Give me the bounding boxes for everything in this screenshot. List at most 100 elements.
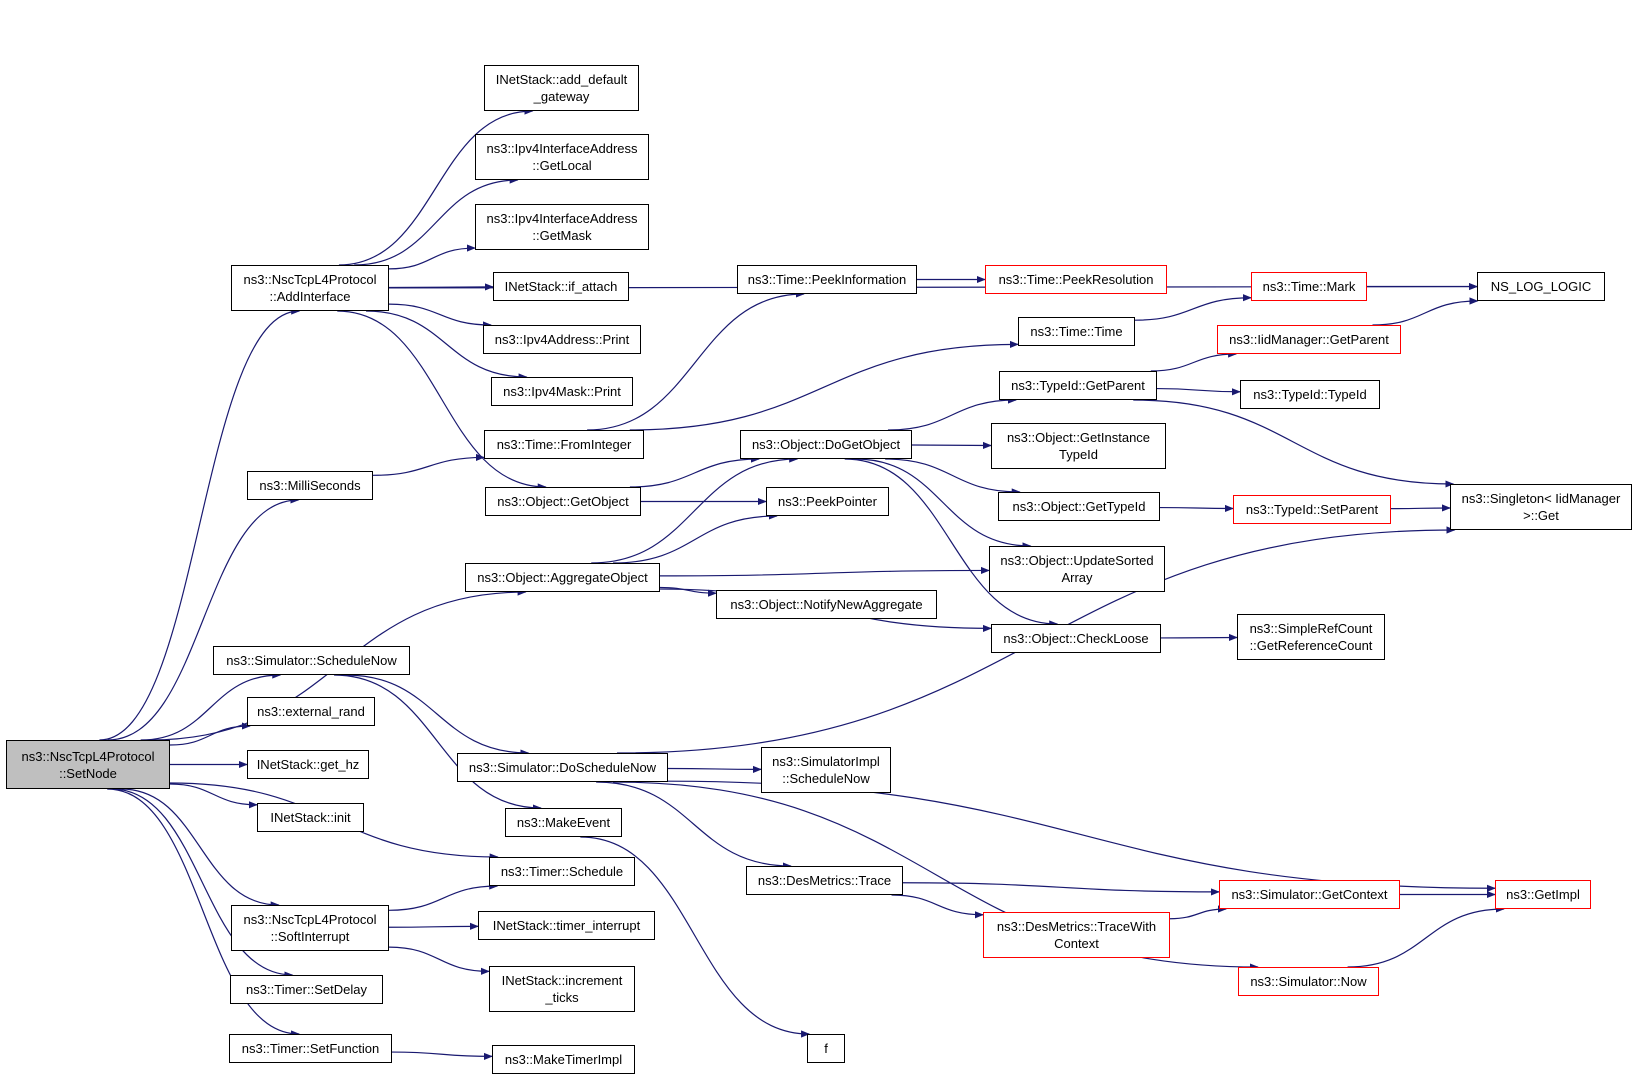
node-label-line: ns3::Object::GetTypeId [1013,498,1146,515]
node-f[interactable]: f [807,1034,845,1063]
node-init[interactable]: INetStack::init [257,803,364,832]
node-ipv4maskprint[interactable]: ns3::Ipv4Mask::Print [491,377,633,406]
node-gettypeid[interactable]: ns3::Object::GetTypeId [998,492,1160,521]
node-label-line: ns3::TypeId::SetParent [1246,501,1378,518]
node-getmask[interactable]: ns3::Ipv4InterfaceAddress::GetMask [475,204,649,250]
node-nslog[interactable]: NS_LOG_LOGIC [1477,272,1605,301]
node-label-line: ns3::Timer::SetFunction [242,1040,380,1057]
node-label-line: ns3::Simulator::DoScheduleNow [469,759,656,776]
call-edge-schednow-to-makeevent [334,675,541,808]
node-getimpl[interactable]: ns3::GetImpl [1495,880,1591,909]
node-ifattach[interactable]: INetStack::if_attach [493,272,629,301]
call-edge-addinterface-to-getmask [389,248,475,269]
node-softint[interactable]: ns3::NscTcpL4Protocol::SoftInterrupt [231,905,389,951]
node-ipv4addrprint[interactable]: ns3::Ipv4Address::Print [483,325,641,354]
node-label-line: INetStack::if_attach [505,278,618,295]
node-label-line: ::ScheduleNow [782,770,869,787]
node-label-line: ns3::Timer::SetDelay [246,981,367,998]
node-implsched[interactable]: ns3::SimulatorImpl::ScheduleNow [761,747,891,793]
call-edge-millis-to-frominteger [373,457,484,475]
node-getobject[interactable]: ns3::Object::GetObject [485,487,641,516]
node-label-line: ns3::Ipv4Mask::Print [503,383,621,400]
node-label-line: >::Get [1523,507,1559,524]
node-setparent[interactable]: ns3::TypeId::SetParent [1233,495,1391,524]
node-tschedule[interactable]: ns3::Timer::Schedule [489,857,635,886]
node-label-line: ns3::TypeId::GetParent [1011,377,1145,394]
node-checkloose[interactable]: ns3::Object::CheckLoose [991,624,1161,653]
call-edge-softint-to-tschedule [389,886,497,910]
node-addinterface[interactable]: ns3::NscTcpL4Protocol::AddInterface [231,265,389,311]
node-label-line: ns3::Time::PeekInformation [748,271,906,288]
node-label-line: Array [1061,569,1092,586]
node-label-line: ns3::Ipv4InterfaceAddress [486,140,637,157]
node-maketimer[interactable]: ns3::MakeTimerImpl [492,1045,635,1074]
node-destrace[interactable]: ns3::DesMetrics::Trace [746,866,903,895]
node-notifyagg[interactable]: ns3::Object::NotifyNewAggregate [716,590,937,619]
node-label-line: ns3::SimulatorImpl [772,753,880,770]
node-refcount[interactable]: ns3::SimpleRefCount::GetReferenceCount [1237,614,1385,660]
call-edge-gettypeid-to-setparent [1160,508,1233,509]
node-setfunc[interactable]: ns3::Timer::SetFunction [229,1034,392,1063]
node-label-line: ns3::Object::GetObject [497,493,629,510]
node-schednow[interactable]: ns3::Simulator::ScheduleNow [213,646,410,675]
node-extrand[interactable]: ns3::external_rand [247,697,375,726]
call-edge-simnow-to-getimpl [1348,909,1504,967]
node-gethz[interactable]: INetStack::get_hz [247,750,369,779]
node-getlocal[interactable]: ns3::Ipv4InterfaceAddress::GetLocal [475,134,649,180]
call-edge-typeidgetparent-to-singleton [1133,400,1453,484]
call-edge-dosched-to-implsched [668,769,761,770]
call-edge-softint-to-incticks [389,947,489,971]
node-adddefgw[interactable]: INetStack::add_default_gateway [484,65,639,111]
node-iidgetparent[interactable]: ns3::IidManager::GetParent [1217,325,1401,354]
node-typeidctor[interactable]: ns3::TypeId::TypeId [1240,380,1380,409]
call-edge-setnode-to-extrand [170,726,250,745]
call-edge-tracewith-to-getcontext [1170,909,1226,919]
call-edge-iidgetparent-to-nslog [1372,301,1477,325]
node-label-line: ns3::Singleton< IidManager [1462,490,1621,507]
call-edge-addinterface-to-ipv4addrprint [389,304,491,325]
node-label-line: Context [1054,935,1099,952]
node-dogetobject[interactable]: ns3::Object::DoGetObject [740,430,912,459]
node-frominteger[interactable]: ns3::Time::FromInteger [484,430,644,459]
node-timerint[interactable]: INetStack::timer_interrupt [478,911,655,940]
node-label-line: ns3::SimpleRefCount [1250,620,1373,637]
node-simnow[interactable]: ns3::Simulator::Now [1238,967,1379,996]
node-label-line: ns3::NscTcpL4Protocol [244,271,377,288]
node-peekinfo[interactable]: ns3::Time::PeekInformation [737,265,917,294]
node-timemark[interactable]: ns3::Time::Mark [1251,272,1367,301]
node-singleton[interactable]: ns3::Singleton< IidManager>::Get [1450,484,1632,530]
node-label-line: ns3::MakeEvent [517,814,610,831]
node-label-line: ns3::Ipv4Address::Print [495,331,629,348]
node-peekptr[interactable]: ns3::PeekPointer [766,487,889,516]
node-incticks[interactable]: INetStack::increment_ticks [489,966,635,1012]
node-label-line: ::SoftInterrupt [271,928,350,945]
node-aggregate[interactable]: ns3::Object::AggregateObject [465,563,660,592]
node-label-line: ns3::Object::CheckLoose [1003,630,1148,647]
node-label-line: ns3::Simulator::ScheduleNow [226,652,397,669]
call-edge-frominteger-to-timector [630,344,1018,430]
call-edge-destrace-to-getcontext [903,883,1219,892]
node-label-line: ::SetNode [59,765,117,782]
node-label-line: ns3::Time::FromInteger [497,436,632,453]
node-label-line: ns3::NscTcpL4Protocol [22,748,155,765]
node-millis[interactable]: ns3::MilliSeconds [247,471,373,500]
call-edge-aggregate-to-updsorted [660,570,989,575]
node-dosched[interactable]: ns3::Simulator::DoScheduleNow [457,753,668,782]
node-label-line: TypeId [1059,446,1098,463]
node-peekres[interactable]: ns3::Time::PeekResolution [985,265,1167,294]
call-edge-aggregate-to-peekptr [613,516,777,563]
call-edge-typeidgetparent-to-typeidctor [1157,389,1240,392]
node-label-line: ns3::Object::NotifyNewAggregate [730,596,922,613]
node-getcontext[interactable]: ns3::Simulator::GetContext [1219,880,1400,909]
node-makeevent[interactable]: ns3::MakeEvent [505,808,622,837]
node-typeidgetparent[interactable]: ns3::TypeId::GetParent [999,371,1157,400]
call-edge-setparent-to-singleton [1391,508,1450,509]
node-label-line: ns3::Object::UpdateSorted [1000,552,1153,569]
node-label-line: ns3::NscTcpL4Protocol [244,911,377,928]
node-timector[interactable]: ns3::Time::Time [1018,317,1135,346]
node-setdelay[interactable]: ns3::Timer::SetDelay [230,975,383,1004]
